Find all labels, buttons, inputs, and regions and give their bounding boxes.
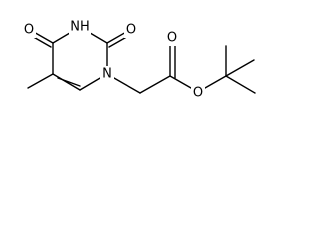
atom-n1-mask xyxy=(100,66,114,82)
atom-o-ester-label: O xyxy=(193,86,203,101)
bond-c5-methyl xyxy=(27,73,54,89)
atom-o2-mask xyxy=(124,22,138,38)
atom-n1-label: N xyxy=(102,67,112,82)
molecule-structure: N NH O O O O xyxy=(22,19,256,101)
bond-cquat-me2 xyxy=(225,59,255,77)
bond-cquat-me1 xyxy=(225,75,256,94)
atom-n3-label: NH xyxy=(70,20,90,35)
atom-o-carbonyl-mask xyxy=(165,30,179,46)
atom-n3-mask xyxy=(69,19,91,35)
atom-o-ester-mask xyxy=(191,85,205,101)
atom-o-carbonyl-label: O xyxy=(167,31,177,46)
bond-ch2-ccarbonyl xyxy=(139,75,171,94)
bond-c5-c6 xyxy=(52,73,81,91)
bond-c5-c6-inner xyxy=(57,77,81,87)
atom-o4-mask xyxy=(22,22,36,38)
atom-o4-label: O xyxy=(24,23,34,38)
atom-o2-label: O xyxy=(126,23,136,38)
